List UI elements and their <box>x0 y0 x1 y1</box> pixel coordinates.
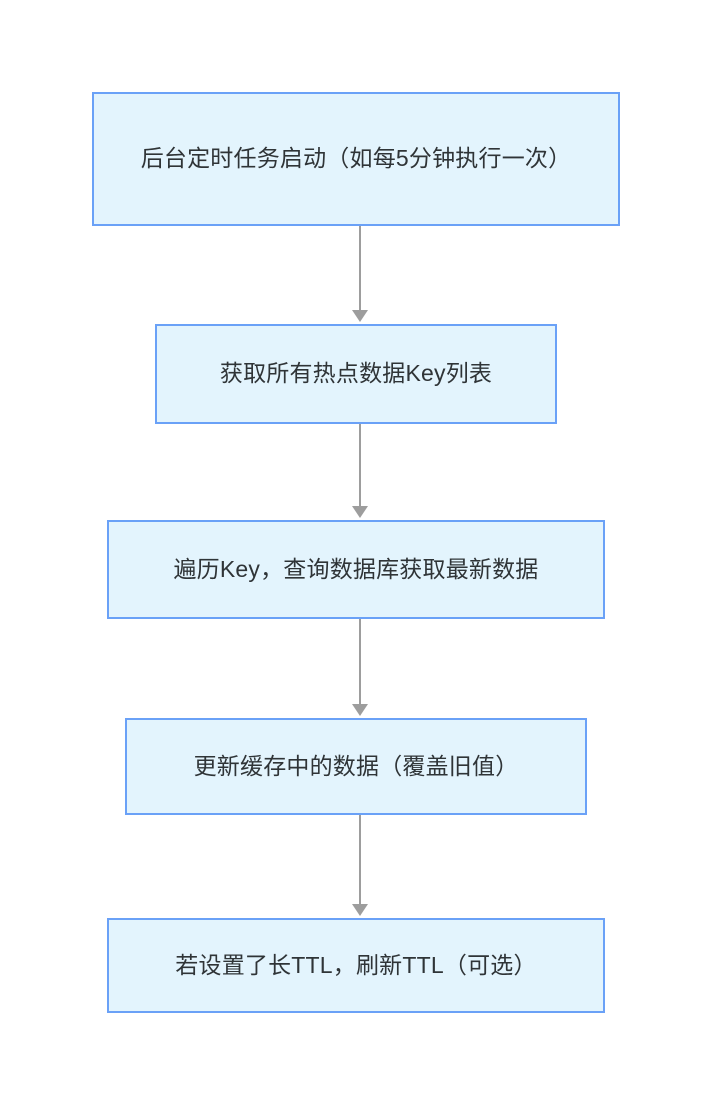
flow-edge-line-4 <box>359 815 361 906</box>
arrow-down-icon <box>352 506 368 518</box>
flow-edge-line-3 <box>359 619 361 706</box>
flow-node-refresh-ttl[interactable]: 若设置了长TTL，刷新TTL（可选） <box>107 918 605 1013</box>
flow-edge-line-2 <box>359 424 361 508</box>
flow-node-query-database[interactable]: 遍历Key，查询数据库获取最新数据 <box>107 520 605 619</box>
arrow-down-icon <box>352 704 368 716</box>
flow-node-label: 遍历Key，查询数据库获取最新数据 <box>173 555 539 582</box>
flow-node-label: 更新缓存中的数据（覆盖旧值） <box>193 752 519 779</box>
flow-node-fetch-hot-keys[interactable]: 获取所有热点数据Key列表 <box>155 324 557 424</box>
flow-node-start-scheduled-task[interactable]: 后台定时任务启动（如每5分钟执行一次） <box>92 92 620 226</box>
flow-node-update-cache[interactable]: 更新缓存中的数据（覆盖旧值） <box>125 718 587 815</box>
flow-node-label: 后台定时任务启动（如每5分钟执行一次） <box>140 145 572 172</box>
flow-node-label: 若设置了长TTL，刷新TTL（可选） <box>175 951 537 978</box>
flow-node-label: 获取所有热点数据Key列表 <box>219 360 493 387</box>
arrow-down-icon <box>352 904 368 916</box>
arrow-down-icon <box>352 310 368 322</box>
flow-edge-line-1 <box>359 226 361 312</box>
